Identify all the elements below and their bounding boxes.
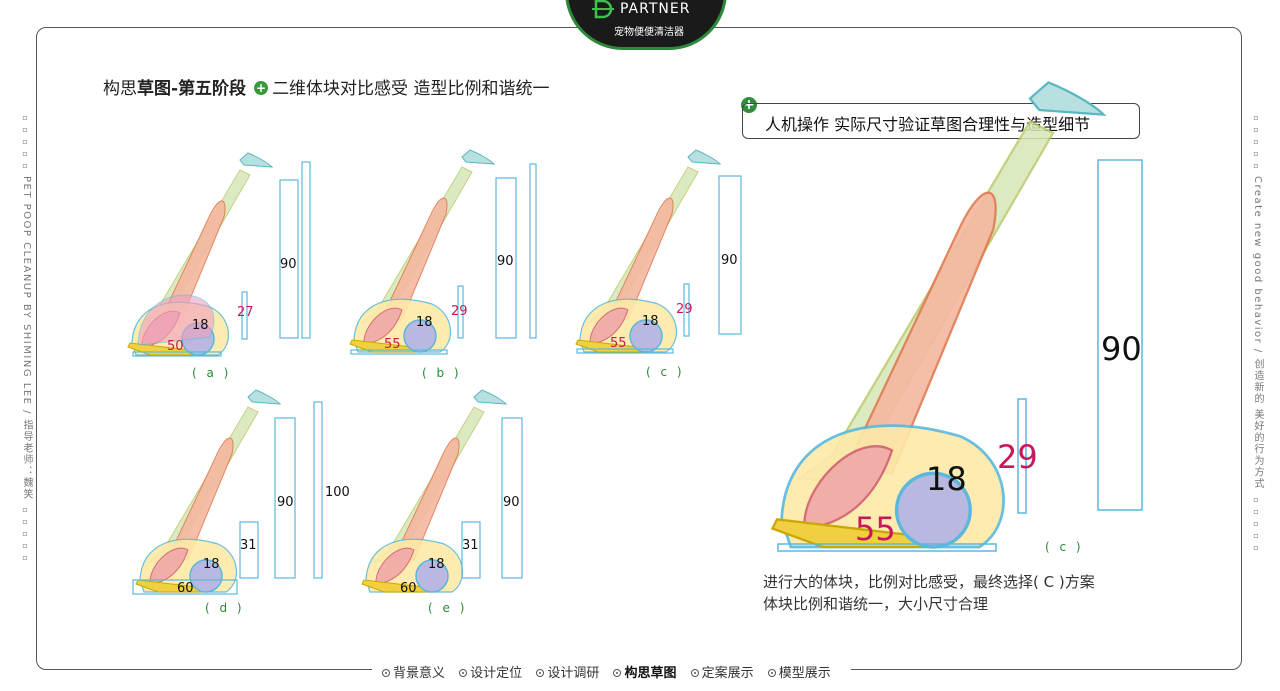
nav-label: 模型展示 xyxy=(778,666,831,681)
callout-box: 人机操作 实际尺寸验证草图合理性与造型细节 xyxy=(742,103,1140,139)
sketch-b-height-label: 29 xyxy=(451,304,468,319)
callout-plus-icon: + xyxy=(741,97,757,113)
sketch-d-circle-label: 18 xyxy=(203,557,220,572)
nav-dot-icon xyxy=(613,669,622,677)
sketch-b-caption: ( b ) xyxy=(422,366,462,380)
sketch-c-base-guide xyxy=(576,348,674,354)
large-caption: ( c ) xyxy=(1045,540,1084,554)
nav-label: 定案展示 xyxy=(701,666,754,681)
sketch-d-base-guide xyxy=(132,579,238,595)
sketch-b-height-guide xyxy=(457,285,464,339)
sketch-e-height-guide xyxy=(461,521,481,579)
callout-text: 人机操作 实际尺寸验证草图合理性与造型细节 xyxy=(765,115,1091,134)
nav-dot-icon xyxy=(690,669,699,677)
left-side-rail: ▫▫▫▫▫ PET POOP CLEANUP BY SHIMING LEE / … xyxy=(18,112,32,582)
sketch-d-pole-guide xyxy=(274,417,296,579)
sketch-a-base-label: 50 xyxy=(167,339,184,354)
large-height-label: 29 xyxy=(997,438,1038,476)
sketch-e-caption: ( e ) xyxy=(428,601,468,615)
title-stage: 第五阶段 xyxy=(178,79,247,99)
sketch-a-pole-guide xyxy=(279,179,299,339)
sketch-d-caption: ( d ) xyxy=(205,601,245,615)
sketch-b-total-guide xyxy=(529,163,537,339)
sketch-d-base-label: 60 xyxy=(177,581,194,596)
conclusion-text: 进行大的体块，比例对比感受，最终选择( C )方案 体块比例和谐统一，大小尺寸合… xyxy=(763,571,1095,615)
nav-label: 设计定位 xyxy=(470,666,523,681)
sketch-a xyxy=(127,152,273,356)
plus-icon: + xyxy=(254,81,269,95)
left-dots-top: ▫▫▫▫▫ xyxy=(22,113,28,170)
nav-item-research[interactable]: 设计调研 xyxy=(536,662,599,681)
sketch-a-caption: ( a ) xyxy=(192,366,232,380)
nav-label: 背景意义 xyxy=(393,666,446,681)
sketch-a-pole-label: 90 xyxy=(280,257,297,272)
nav-dot-icon xyxy=(536,669,545,677)
large-circle-label: 18 xyxy=(926,460,967,498)
sketch-b-base-guide xyxy=(350,349,448,355)
bottom-nav: 背景意义 设计定位 设计调研 构思草图 定案展示 模型展示 xyxy=(372,662,851,682)
sketch-c-pole-guide xyxy=(718,175,742,335)
nav-item-model[interactable]: 模型展示 xyxy=(767,662,831,681)
brand-logo-icon xyxy=(592,0,614,19)
sketch-a-circle-label: 18 xyxy=(192,318,209,333)
large-pole-label: 90 xyxy=(1101,330,1142,368)
brand-name: PARTNER xyxy=(620,1,691,17)
nav-item-background[interactable]: 背景意义 xyxy=(382,662,445,681)
sketch-e-base-label: 60 xyxy=(400,581,417,596)
sketch-b-base-label: 55 xyxy=(384,337,401,352)
sketch-c-height-guide xyxy=(683,283,690,337)
left-vertical-text: PET POOP CLEANUP BY SHIMING LEE / 指导老师：魏… xyxy=(21,176,32,501)
nav-item-sketch[interactable]: 构思草图 xyxy=(613,662,676,681)
title-prefix: 构思 xyxy=(103,79,137,99)
right-side-rail: ▫▫▫▫▫ Create new good behavior / 创造新的 美好… xyxy=(1249,112,1263,582)
nav-dot-icon xyxy=(767,669,776,677)
sketch-e-pole-label: 90 xyxy=(503,495,520,510)
sketch-a-total-guide xyxy=(301,161,311,339)
brand-subtitle: 宠物便便清洁器 xyxy=(614,27,684,38)
sketch-c-caption: ( c ) xyxy=(646,365,685,379)
conclusion-line-2: 体块比例和谐统一，大小尺寸合理 xyxy=(763,595,989,613)
sketch-a-base-guide xyxy=(132,351,222,357)
nav-label: 构思草图 xyxy=(624,666,677,681)
sketch-b-pole-label: 90 xyxy=(497,254,514,269)
right-vertical-text: Create new good behavior / 创造新的 美好的行为方式 xyxy=(1252,176,1263,490)
sketch-e-height-label: 31 xyxy=(462,538,479,553)
sketch-b-circle-label: 18 xyxy=(416,315,433,330)
sketch-d-pole-label: 90 xyxy=(277,495,294,510)
sketch-c-circle-label: 18 xyxy=(642,314,659,329)
sketch-a-height-label: 27 xyxy=(237,305,254,320)
large-base-label: 55 xyxy=(855,510,896,548)
sketch-d-height-label: 31 xyxy=(240,538,257,553)
large-base-guide xyxy=(777,543,997,552)
sketch-e-pole-guide xyxy=(501,417,523,579)
conclusion-line-1: 进行大的体块，比例对比感受，最终选择( C )方案 xyxy=(763,573,1095,591)
left-dots-bottom: ▫▫▫▫▫ xyxy=(22,505,28,563)
sketch-d-total-guide xyxy=(313,401,323,579)
sketch-d-total-label: 100 xyxy=(325,485,350,500)
page-title: 构思草图-第五阶段 +二维体块对比感受 造型比例和谐统一 xyxy=(103,74,549,99)
sketch-d-height-guide xyxy=(239,521,259,579)
nav-dot-icon xyxy=(459,669,468,677)
sketch-b-pole-guide xyxy=(495,177,517,339)
large-height-guide xyxy=(1017,398,1027,514)
sketch-c-base-label: 55 xyxy=(610,336,627,351)
nav-item-final[interactable]: 定案展示 xyxy=(690,662,754,681)
nav-item-positioning[interactable]: 设计定位 xyxy=(459,662,522,681)
sketch-a-height-guide xyxy=(241,291,248,340)
nav-label: 设计调研 xyxy=(547,666,600,681)
sketch-c-pole-label: 90 xyxy=(721,253,738,268)
nav-dot-icon xyxy=(382,669,390,677)
sketch-e-circle-label: 18 xyxy=(428,557,445,572)
title-bold: 草图- xyxy=(137,79,179,99)
large-pole-guide xyxy=(1097,159,1143,511)
title-note: 二维体块对比感受 造型比例和谐统一 xyxy=(272,79,550,99)
right-dots-bottom: ▫▫▫▫▫ xyxy=(1253,494,1259,552)
right-dots-top: ▫▫▫▫▫ xyxy=(1253,113,1259,170)
sketch-c-height-label: 29 xyxy=(676,302,693,317)
